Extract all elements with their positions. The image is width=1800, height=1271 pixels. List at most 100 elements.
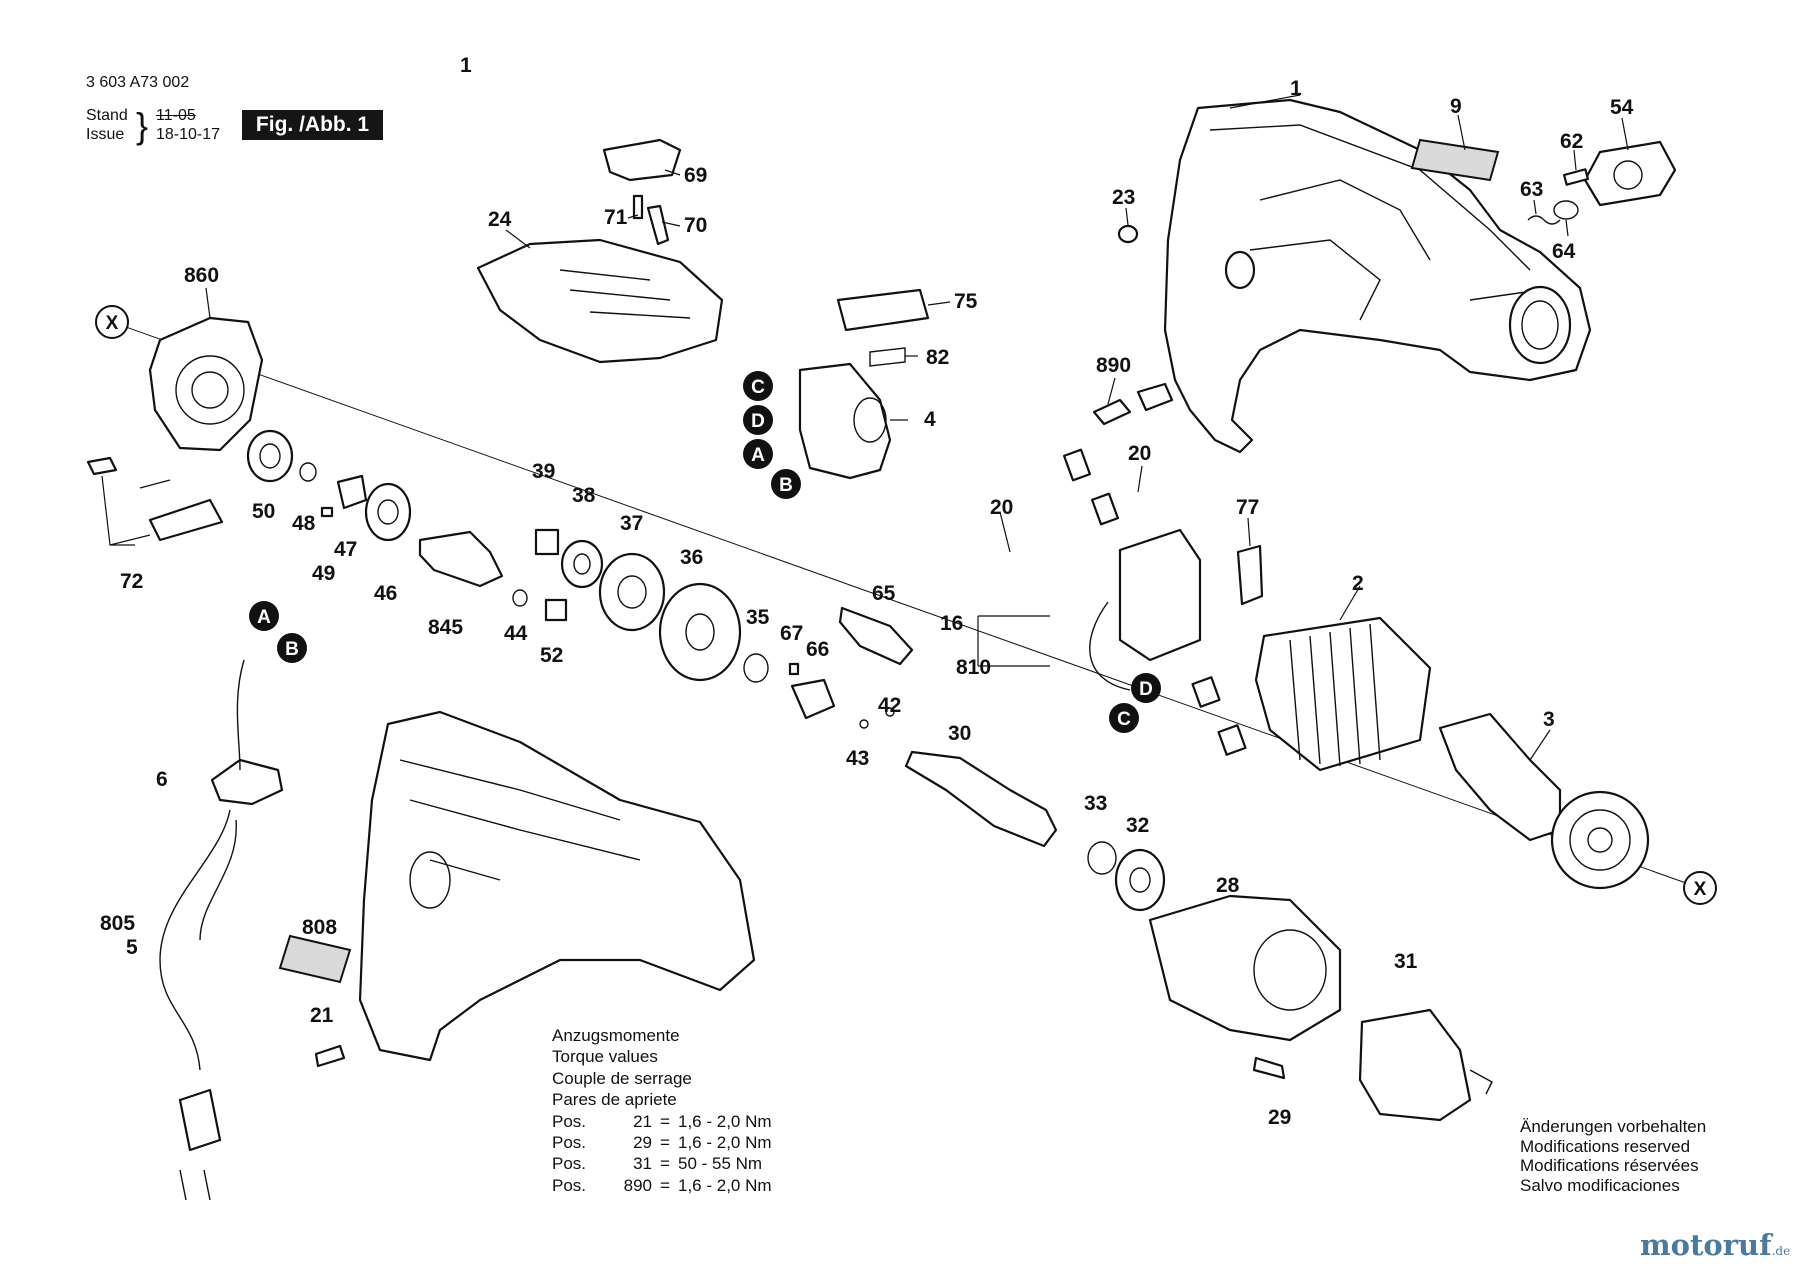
torque-row-eq: =: [660, 1111, 670, 1131]
torque-row: Pos. 890 = 1,6 - 2,0 Nm: [552, 1175, 772, 1196]
leader-lines: [205, 94, 1629, 761]
brand-tld: .de: [1771, 1244, 1791, 1258]
svg-text:C: C: [1117, 709, 1131, 730]
spring-63: [1527, 215, 1561, 225]
part-label-21: 21: [310, 1004, 334, 1027]
part-label-9: 9: [1450, 95, 1462, 118]
part-label-1-mid: 1: [460, 54, 472, 77]
part-label-29: 29: [1268, 1106, 1291, 1129]
part-label-48: 48: [292, 512, 316, 535]
spring-set-72: [86, 456, 224, 546]
torque-title-fr: Couple de serrage: [552, 1068, 692, 1088]
part-label-44: 44: [504, 622, 528, 645]
bearing-flange-54: [1583, 140, 1677, 207]
gear-46: [364, 482, 412, 542]
part-label-890: 890: [1096, 354, 1131, 377]
modifications-notice: Änderungen vorbehalten Modifications res…: [1520, 1117, 1706, 1195]
part-label-66: 66: [806, 638, 829, 661]
lever-70: [646, 204, 670, 246]
pin-67: [788, 662, 800, 676]
part-label-63: 63: [1520, 178, 1543, 201]
torque-row-prefix: Pos.: [552, 1133, 587, 1153]
torque-row-eq: =: [660, 1175, 670, 1195]
power-cable-805: [159, 659, 284, 1201]
part-label-38: 38: [572, 484, 596, 507]
torque-row: Pos. 21 = 1,6 - 2,0 Nm: [552, 1111, 772, 1132]
ring-35: [743, 653, 769, 683]
callout-c-switch: C: [743, 371, 773, 401]
figure-badge: Fig. /Abb. 1: [242, 110, 383, 140]
part-label-82: 82: [926, 346, 949, 369]
assembly-axis-line: [111, 321, 1701, 889]
part-label-20-left: 20: [990, 496, 1013, 519]
callout-d-switch: D: [743, 405, 773, 435]
part-label-72: 72: [120, 570, 143, 593]
ball-42: [885, 707, 895, 717]
part-label-23: 23: [1112, 186, 1135, 209]
part-label-31: 31: [1394, 950, 1418, 973]
part-label-845: 845: [428, 616, 463, 639]
part-label-36: 36: [680, 546, 703, 569]
pin-71: [632, 194, 644, 220]
torque-row: Pos. 29 = 1,6 - 2,0 Nm: [552, 1132, 772, 1153]
part-label-67: 67: [780, 622, 803, 645]
part-label-77: 77: [1236, 496, 1259, 519]
torque-row-value: 1,6 - 2,0 Nm: [678, 1175, 772, 1195]
front-housing-28: [1148, 894, 1342, 1042]
label-plate-9: [1410, 138, 1500, 182]
torque-row-value: 1,6 - 2,0 Nm: [678, 1111, 772, 1131]
part-label-47: 47: [334, 538, 357, 561]
modifications-es: Salvo modificaciones: [1520, 1175, 1680, 1195]
bracket-75: [836, 288, 930, 332]
part-label-62: 62: [1560, 130, 1583, 153]
ring-66: [790, 678, 836, 720]
callout-a-cable: A: [249, 601, 279, 631]
torque-row-eq: =: [660, 1133, 670, 1153]
svg-text:A: A: [751, 445, 765, 466]
svg-text:D: D: [1139, 679, 1153, 700]
part-label-4: 4: [924, 408, 936, 431]
screw-21: [314, 1044, 346, 1068]
clip-82: [869, 347, 906, 367]
svg-text:X: X: [106, 313, 119, 334]
armature-3: [1438, 712, 1650, 890]
stand-date: 11-05: [156, 107, 196, 124]
ring-33: [1087, 841, 1117, 875]
torque-row-pos: 21: [633, 1111, 652, 1131]
torque-row-prefix: Pos.: [552, 1111, 587, 1131]
button-69: [602, 138, 682, 182]
stand-issue-block: Stand Issue } 11-05 18-10-17: [86, 106, 220, 144]
part-label-1-top: 1: [1290, 77, 1302, 100]
brand-logo: motoruf.de: [1640, 1228, 1790, 1262]
torque-row-value: 50 - 55 Nm: [678, 1154, 763, 1174]
clutch-47: [336, 474, 368, 510]
document-number: 3 603 A73 002: [86, 74, 190, 91]
label-808: [278, 934, 352, 984]
part-label-20-right: 20: [1128, 442, 1151, 465]
part-label-810: 810: [956, 656, 991, 679]
part-label-39: 39: [532, 460, 555, 483]
gear-housing-860: [148, 316, 264, 452]
switch-4: [798, 362, 892, 480]
axis-marker-x-right: X: [1683, 871, 1717, 905]
part-label-30: 30: [948, 722, 971, 745]
callout-b-switch: B: [771, 469, 801, 499]
part-number-labels: 1 9 54 62 63 64 23 69 71 70 24 860 75 82…: [100, 54, 1634, 1129]
cover-24: [476, 238, 724, 364]
svg-text:X: X: [1694, 879, 1707, 900]
brush-holder-16: [1062, 448, 1247, 756]
ring-38: [560, 539, 604, 589]
torque-title-es: Pares de apriete: [552, 1090, 677, 1110]
part-label-6: 6: [156, 768, 168, 791]
sleeve-39: [534, 528, 560, 556]
part-label-16: 16: [940, 612, 963, 635]
torque-row-eq: =: [660, 1154, 670, 1174]
part-label-2: 2: [1352, 572, 1364, 595]
part-label-805: 805: [100, 912, 135, 935]
part-label-71: 71: [604, 206, 628, 229]
part-label-860: 860: [184, 264, 219, 287]
issue-date: 18-10-17: [156, 126, 221, 143]
pin-49: [320, 506, 334, 518]
ring-44: [512, 589, 528, 607]
